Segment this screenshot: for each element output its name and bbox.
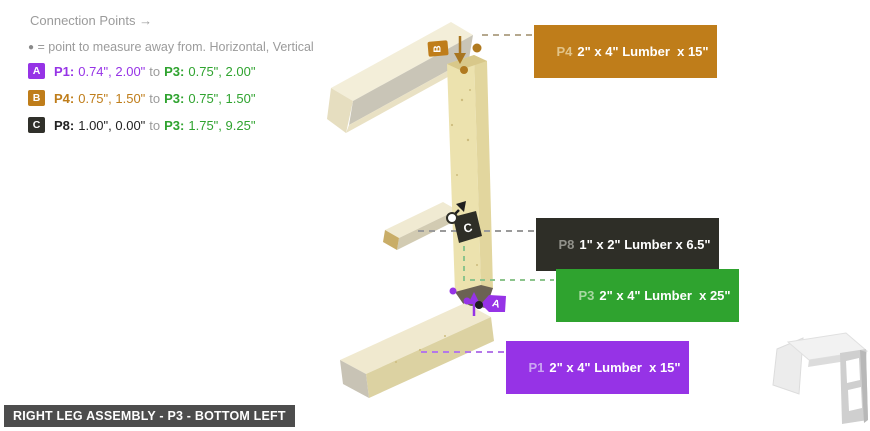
connection-legend: A P1: 0.74", 2.00" to P3: 0.75", 2.00" B… bbox=[28, 63, 255, 133]
assembly-overview-thumbnail bbox=[772, 332, 869, 424]
connection-row-c: C P8: 1.00", 0.00" to P3: 1.75", 9.25" bbox=[28, 117, 255, 133]
measure-note: ● = point to measure away from. Horizont… bbox=[28, 40, 314, 54]
marker-a: A bbox=[449, 287, 506, 316]
to-part: P3: bbox=[164, 90, 185, 106]
leader-line-p3 bbox=[463, 236, 554, 281]
p8-under-face bbox=[397, 210, 457, 250]
to-part: P3: bbox=[164, 63, 185, 79]
from-values: 0.75", 1.50" bbox=[78, 90, 146, 106]
from-values: 0.74", 2.00" bbox=[78, 63, 146, 79]
p1-wood-speckles bbox=[395, 335, 446, 363]
to-values: 0.75", 1.50" bbox=[188, 90, 256, 106]
marker-c: C bbox=[446, 201, 482, 243]
part-id: P4 bbox=[556, 44, 573, 59]
thumb-frame-hole-bottom bbox=[848, 387, 862, 411]
from-part: P8: bbox=[54, 117, 75, 133]
marker-b-flag bbox=[427, 40, 449, 57]
to-values: 0.75", 2.00" bbox=[188, 63, 256, 79]
marker-c-letter: C bbox=[462, 220, 474, 236]
connection-badge-a: A bbox=[28, 63, 45, 79]
marker-b-point-dot bbox=[472, 43, 482, 53]
p1-board bbox=[340, 303, 494, 398]
marker-c-point-dot bbox=[446, 212, 458, 224]
part-id: P8 bbox=[558, 237, 575, 252]
to-word: to bbox=[149, 117, 161, 133]
part-label-p8: P8 1" x 2" Lumber x 6.5" bbox=[536, 218, 719, 271]
from-part: P4: bbox=[54, 90, 75, 106]
p4-bottom-edge bbox=[346, 59, 469, 133]
to-part: P3: bbox=[164, 117, 185, 133]
part-id: P3 bbox=[578, 288, 595, 303]
marker-b-arrowhead bbox=[454, 53, 466, 64]
marker-a-flag bbox=[481, 295, 506, 312]
p4-end-face bbox=[327, 88, 353, 133]
marker-c-arrowhead bbox=[456, 201, 466, 212]
p4-side-face bbox=[349, 35, 473, 125]
part-label-p1: P1 2" x 4" Lumber x 15" bbox=[506, 341, 689, 394]
p3-top-bevel bbox=[447, 55, 487, 70]
p3-post bbox=[447, 55, 493, 308]
connection-badge-b: B bbox=[28, 90, 45, 106]
part-desc: 2" x 4" Lumber x 25" bbox=[599, 288, 731, 303]
page-title: Connection Points → bbox=[30, 13, 152, 28]
p1-front-face bbox=[366, 317, 494, 398]
p8-end-face bbox=[383, 230, 399, 250]
assembly-title-bar: RIGHT LEG ASSEMBLY - P3 - BOTTOM LEFT bbox=[4, 405, 295, 427]
measure-note-text: = point to measure away from. Horizontal… bbox=[37, 40, 314, 54]
to-values: 1.75", 9.25" bbox=[188, 117, 256, 133]
marker-b-target-dot bbox=[460, 66, 468, 74]
p1-end-face bbox=[340, 360, 369, 398]
measure-point-dot-icon: ● bbox=[28, 42, 35, 53]
part-id: P1 bbox=[528, 360, 545, 375]
from-part: P1: bbox=[54, 63, 75, 79]
thumb-frame-hole-top bbox=[846, 358, 860, 383]
connection-row-b: B P4: 0.75", 1.50" to P3: 0.75", 1.50" bbox=[28, 90, 255, 106]
page-title-text: Connection Points bbox=[30, 13, 136, 28]
part-label-p3: P3 2" x 4" Lumber x 25" bbox=[556, 269, 739, 322]
to-word: to bbox=[149, 90, 161, 106]
part-desc: 2" x 4" Lumber x 15" bbox=[549, 360, 681, 375]
marker-b-letter: B bbox=[433, 45, 444, 52]
marker-a-point-dot bbox=[449, 287, 457, 295]
marker-a-point-dot2 bbox=[463, 297, 471, 305]
part-desc: 1" x 2" Lumber x 6.5" bbox=[579, 237, 711, 252]
marker-a-target-dot bbox=[475, 301, 483, 309]
part-label-p4: P4 2" x 4" Lumber x 15" bbox=[534, 25, 717, 78]
connection-row-a: A P1: 0.74", 2.00" to P3: 0.75", 2.00" bbox=[28, 63, 255, 79]
p8-board bbox=[383, 202, 457, 250]
right-arrow-icon: → bbox=[139, 13, 153, 28]
marker-c-flag bbox=[453, 211, 482, 243]
p1-top-face bbox=[340, 303, 491, 374]
to-word: to bbox=[149, 63, 161, 79]
marker-b: B bbox=[427, 36, 482, 74]
thumb-leg-frame-edge bbox=[860, 350, 868, 423]
from-values: 1.00", 0.00" bbox=[78, 117, 146, 133]
part-desc: 2" x 4" Lumber x 15" bbox=[577, 44, 709, 59]
marker-a-letter: A bbox=[491, 297, 502, 311]
marker-a-arrowhead bbox=[468, 292, 480, 304]
p8-top-face bbox=[385, 202, 457, 238]
connection-badge-c: C bbox=[28, 117, 45, 133]
